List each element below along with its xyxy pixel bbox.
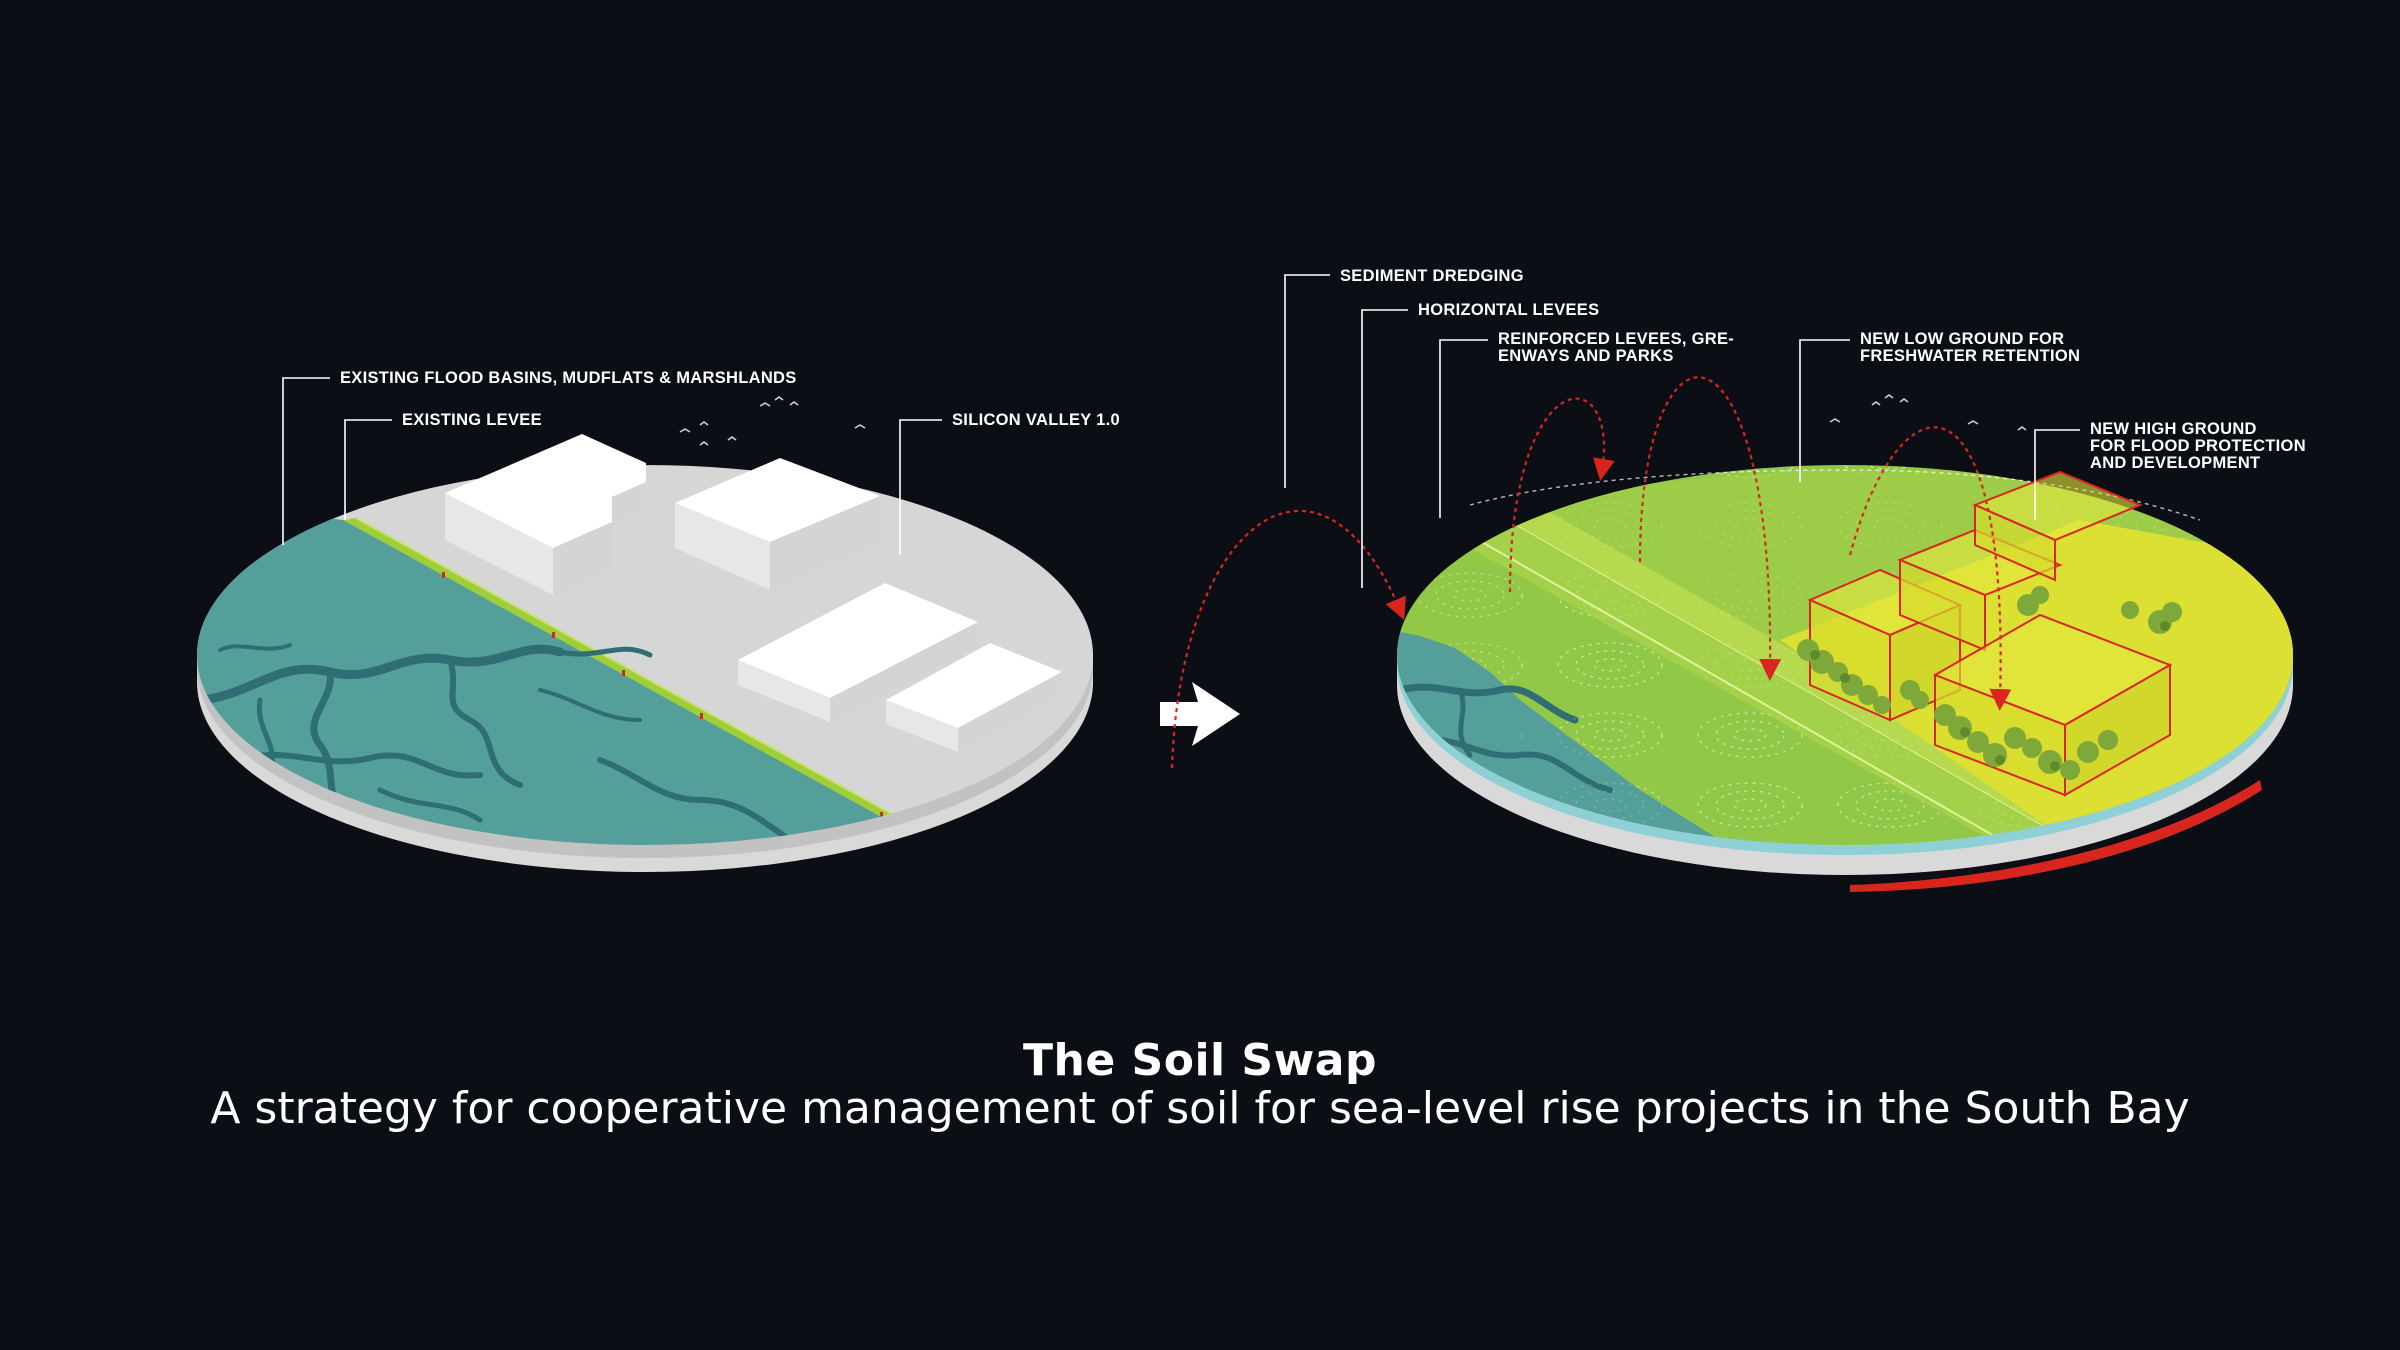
levee-edge <box>355 517 949 845</box>
existing-levee <box>343 518 948 845</box>
label-high-ground-1: NEW HIGH GROUND <box>2090 420 2257 438</box>
silicon-valley-buildings <box>445 434 1062 752</box>
page-title: The Soil Swap <box>1023 1035 1377 1086</box>
tree-icon <box>1797 586 2182 780</box>
proposed-condition-disc: SEDIMENT DREDGING HORIZONTAL LEVEES REIN… <box>1170 267 2306 892</box>
right-callouts: SEDIMENT DREDGING HORIZONTAL LEVEES REIN… <box>1284 267 2306 588</box>
bird-icon <box>679 396 866 446</box>
existing-condition-disc: EXISTING FLOOD BASINS, MUDFLATS & MARSHL… <box>197 369 1120 872</box>
building-middle <box>738 583 978 722</box>
levee-markers <box>442 572 883 818</box>
label-existing-levee: EXISTING LEVEE <box>402 411 542 429</box>
label-low-ground-2: FRESHWATER RETENTION <box>1860 347 2080 365</box>
page-subtitle: A strategy for cooperative management of… <box>210 1083 2190 1134</box>
building-small-right <box>886 643 1062 752</box>
left-callouts: EXISTING FLOOD BASINS, MUDFLATS & MARSHL… <box>282 369 1120 555</box>
development-box-3 <box>1972 470 2143 582</box>
label-horizontal-levees: HORIZONTAL LEVEES <box>1418 301 1599 319</box>
label-low-ground-1: NEW LOW GROUND FOR <box>1860 330 2064 348</box>
bird-icon <box>1829 394 2027 431</box>
right-arrow-icon <box>1160 682 1240 746</box>
label-reinforced-levees-1: REINFORCED LEVEES, GRE- <box>1498 330 1734 348</box>
label-silicon-valley: SILICON VALLEY 1.0 <box>952 411 1120 429</box>
soil-transfer-arrows <box>1170 376 2012 769</box>
flood-basin-water <box>197 500 950 845</box>
label-sediment-dredging: SEDIMENT DREDGING <box>1340 267 1524 285</box>
building-l-shape <box>445 434 646 595</box>
building-top-right <box>675 458 880 590</box>
label-reinforced-levees-2: ENWAYS AND PARKS <box>1498 347 1674 365</box>
grading-outline <box>1469 469 2201 521</box>
label-flood-basins: EXISTING FLOOD BASINS, MUDFLATS & MARSHL… <box>340 369 797 387</box>
label-high-ground-2: FOR FLOOD PROTECTION <box>2090 437 2306 455</box>
label-high-ground-3: AND DEVELOPMENT <box>2090 454 2260 472</box>
